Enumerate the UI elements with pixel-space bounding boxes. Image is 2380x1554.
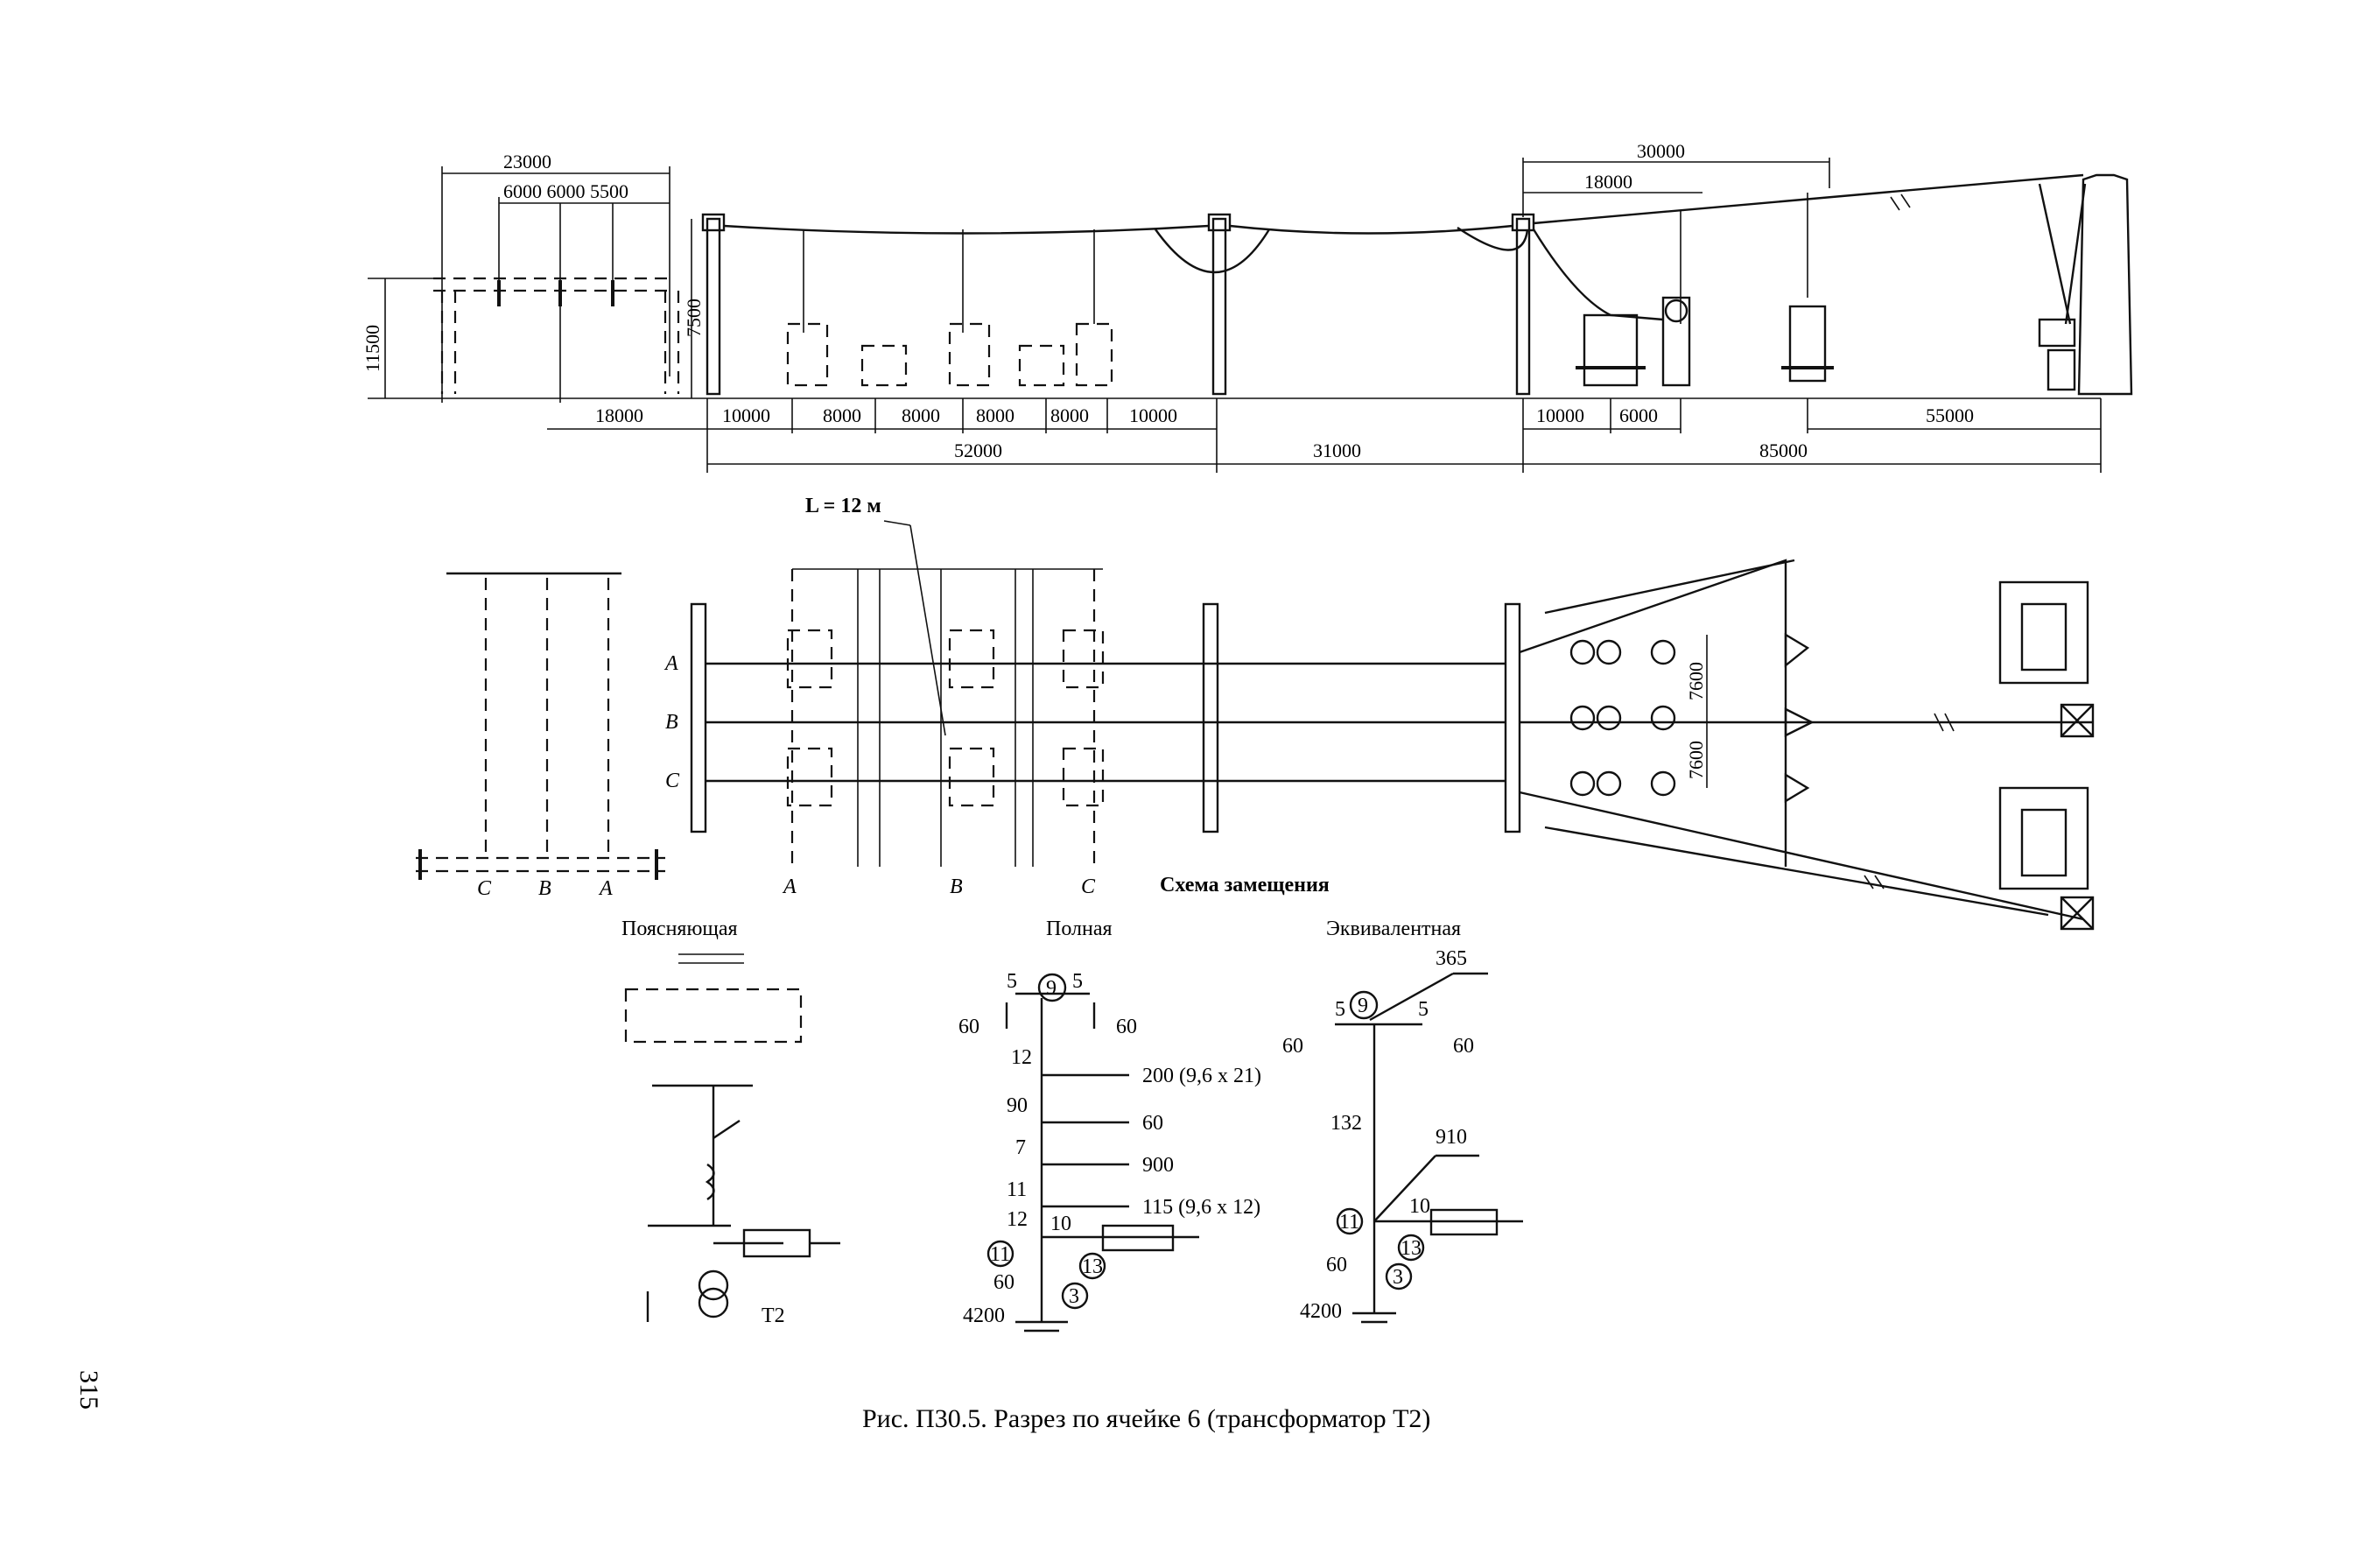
full-scheme: Полная 9 5 5 60 60 12 200 (9,6 x 21) 90 … [958, 918, 1261, 1333]
dim-18000-right: 18000 [1584, 171, 1632, 193]
eq-l10: 10 [1409, 1195, 1430, 1218]
full-l60b: 60 [1116, 1016, 1137, 1038]
eq-node-3: 3 [1393, 1266, 1403, 1289]
explanatory-title: Поясняющая [621, 918, 738, 940]
dim-7600-a: 7600 [1685, 662, 1707, 700]
phase-a-label: A [663, 652, 678, 675]
equivalent-scheme: Эквивалентная 9 365 5 5 60 60 132 910 10… [1282, 918, 1523, 1324]
full-l7: 7 [1015, 1136, 1026, 1159]
dim-23000: 23000 [503, 151, 551, 172]
plan-transformer-cell [1519, 559, 2095, 931]
phase-c-label: C [665, 770, 680, 792]
section-view: 23000 6000 6000 5500 11500 7500 18000 10… [362, 140, 2133, 473]
cell-equipment [786, 322, 1113, 387]
full-l5a: 5 [1007, 970, 1017, 993]
dim-30000: 30000 [1637, 140, 1685, 162]
eq-l60b: 60 [1453, 1035, 1474, 1058]
plan-switchgear [786, 629, 1105, 807]
eq-node-13: 13 [1401, 1237, 1422, 1260]
eq-l365: 365 [1436, 947, 1467, 970]
full-c115: 115 (9,6 x 12) [1142, 1196, 1260, 1219]
dim-18000-left: 18000 [595, 404, 643, 426]
eq-l132: 132 [1330, 1112, 1362, 1135]
dim-52000: 52000 [954, 439, 1002, 461]
transformer-cell-equipment [1576, 296, 2076, 391]
full-node-3: 3 [1069, 1285, 1079, 1308]
full-c900: 900 [1142, 1154, 1174, 1177]
bottom-left-phase-a: A [598, 877, 613, 900]
dim-55000: 55000 [1926, 404, 1974, 426]
dim-10000-c: 10000 [1536, 404, 1584, 426]
dim-10000-a: 10000 [722, 404, 770, 426]
full-l60c: 60 [993, 1271, 1014, 1294]
page-number: 315 [74, 1370, 103, 1410]
dim-6000: 6000 [1619, 404, 1658, 426]
eq-l5b: 5 [1418, 998, 1429, 1021]
eq-l4200: 4200 [1300, 1300, 1342, 1323]
dim-11500: 11500 [362, 325, 383, 372]
dim-85000: 85000 [1759, 439, 1808, 461]
dim-8000-b: 8000 [902, 404, 940, 426]
full-node-13: 13 [1082, 1255, 1103, 1278]
figure-caption: Рис. П30.5. Разрез по ячейке 6 (трансфор… [862, 1404, 1430, 1433]
bottom-mid-phase-c: C [1081, 875, 1096, 898]
bottom-mid-phase-a: A [782, 875, 797, 898]
schemes-title: Схема замещения [1160, 874, 1330, 897]
full-l4200: 4200 [963, 1304, 1005, 1327]
dim-top-sub: 6000 6000 5500 [503, 180, 628, 202]
bottom-mid-phase-b: B [950, 875, 963, 898]
full-l12a: 12 [1011, 1046, 1032, 1069]
length-label: L = 12 м [805, 495, 881, 517]
dim-7500: 7500 [683, 299, 705, 337]
eq-l60a: 60 [1282, 1035, 1303, 1058]
full-l12b: 12 [1007, 1208, 1028, 1231]
full-c200: 200 (9,6 x 21) [1142, 1065, 1261, 1087]
dim-8000-c: 8000 [976, 404, 1014, 426]
dim-10000-b: 10000 [1129, 404, 1177, 426]
phase-b-label: B [665, 711, 678, 734]
eq-node-9: 9 [1358, 995, 1368, 1017]
full-l90: 90 [1007, 1094, 1028, 1117]
dim-8000-d: 8000 [1050, 404, 1089, 426]
bottom-left-phase-c: C [477, 877, 492, 900]
dim-31000: 31000 [1313, 439, 1361, 461]
dim-7600-b: 7600 [1685, 741, 1707, 779]
t2-label: T2 [762, 1304, 785, 1327]
full-l11: 11 [1007, 1178, 1027, 1201]
eq-l60c: 60 [1326, 1254, 1347, 1276]
full-c60: 60 [1142, 1112, 1163, 1135]
full-l60a: 60 [958, 1016, 979, 1038]
full-node-9: 9 [1046, 977, 1057, 1000]
bottom-left-phase-b: B [538, 877, 551, 900]
plan-view: L = 12 м A B C C B A A B C 7600 7600 [416, 495, 2095, 931]
full-l5b: 5 [1072, 970, 1083, 993]
full-title: Полная [1046, 918, 1113, 940]
full-node-11: 11 [990, 1243, 1010, 1266]
eq-l5a: 5 [1335, 998, 1345, 1021]
explanatory-scheme: Поясняющая T2 [621, 918, 840, 1327]
full-l10: 10 [1050, 1213, 1071, 1235]
eq-l910: 910 [1436, 1126, 1467, 1149]
eq-node-11: 11 [1339, 1211, 1359, 1234]
equivalent-title: Эквивалентная [1326, 918, 1461, 940]
dim-8000-a: 8000 [823, 404, 861, 426]
